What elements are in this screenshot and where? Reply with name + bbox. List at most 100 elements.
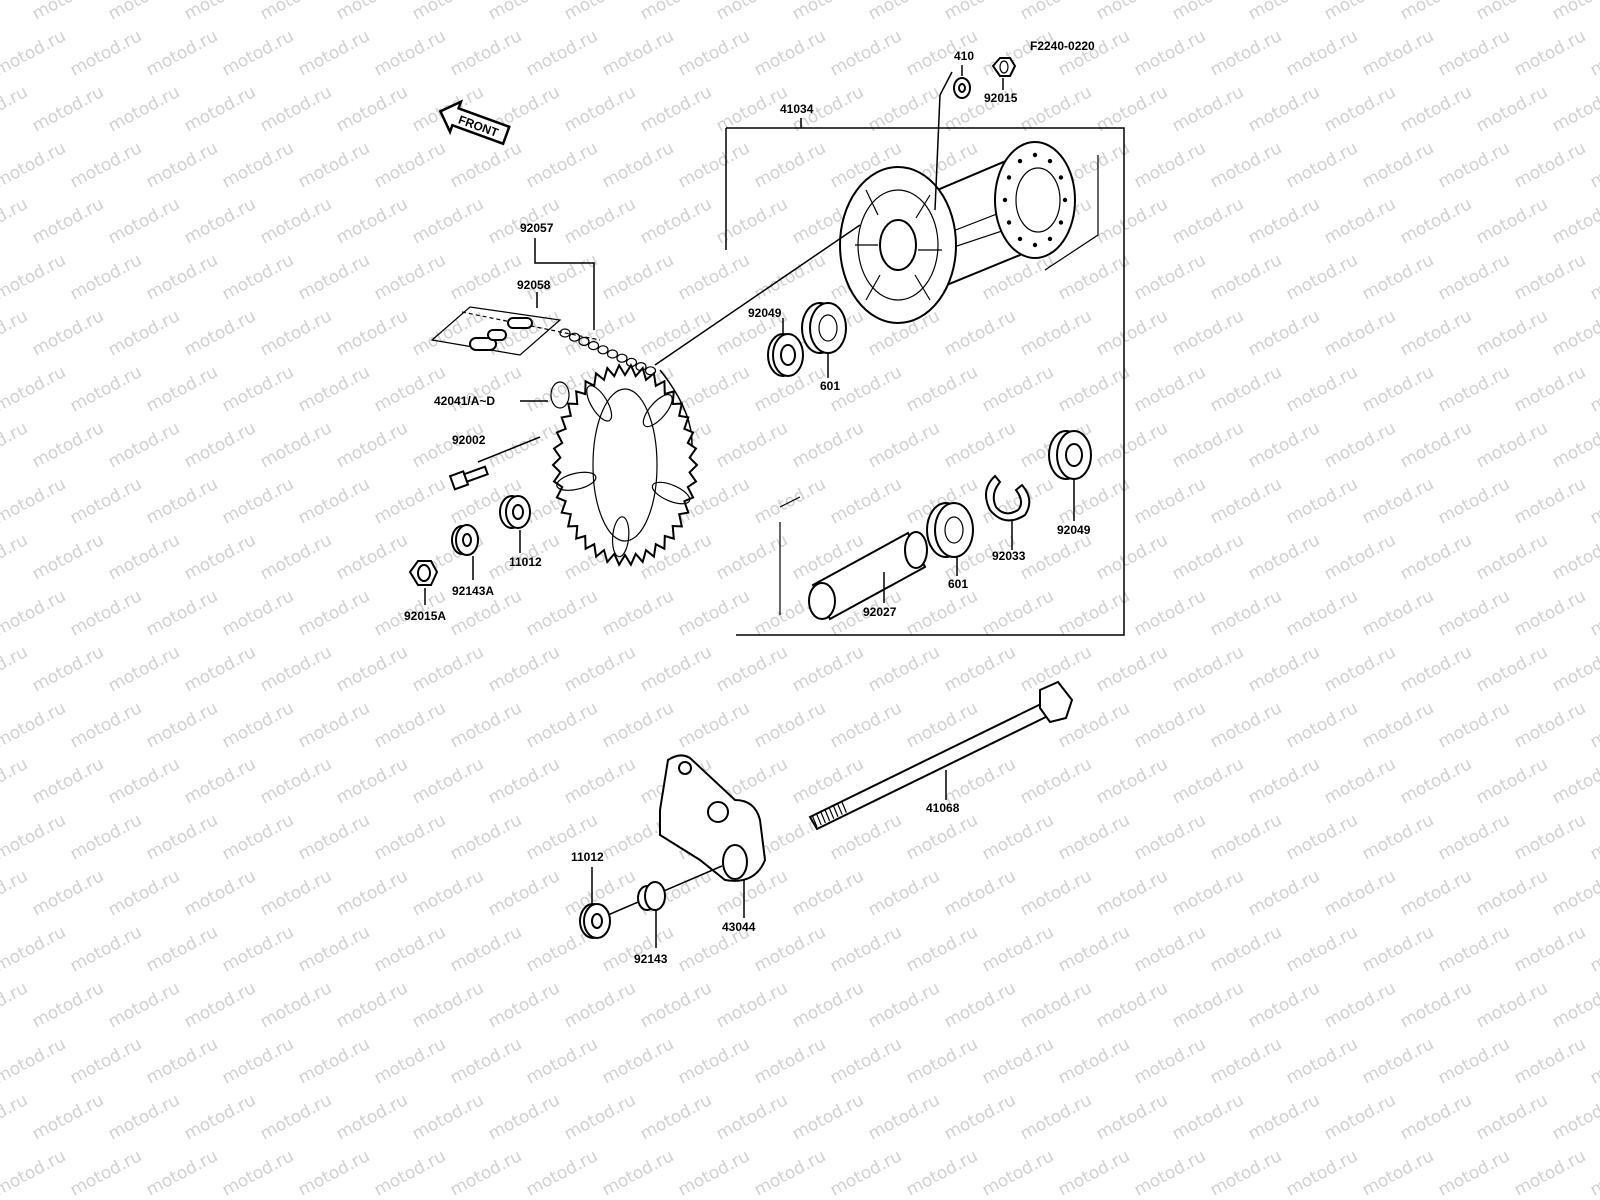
watermark-text: motod.ru bbox=[105, 978, 183, 1032]
watermark-text: motod.ru bbox=[105, 418, 183, 472]
watermark-text: motod.ru bbox=[1245, 754, 1323, 808]
watermark-text: motod.ru bbox=[1587, 922, 1600, 976]
watermark-text: motod.ru bbox=[1473, 978, 1551, 1032]
watermark-text: motod.ru bbox=[713, 978, 791, 1032]
watermark-text: motod.ru bbox=[0, 586, 69, 640]
watermark-text: motod.ru bbox=[143, 250, 221, 304]
watermark-text: motod.ru bbox=[447, 138, 525, 192]
watermark-text: motod.ru bbox=[67, 474, 145, 528]
watermark-text: motod.ru bbox=[0, 138, 69, 192]
watermark-text: motod.ru bbox=[67, 250, 145, 304]
watermark-text: motod.ru bbox=[181, 0, 259, 24]
watermark-text: motod.ru bbox=[371, 250, 449, 304]
callout-92015: 92015 bbox=[984, 91, 1018, 105]
watermark-text: motod.ru bbox=[0, 530, 31, 584]
watermark-text: motod.ru bbox=[371, 26, 449, 80]
watermark-text: motod.ru bbox=[1359, 362, 1437, 416]
watermark-text: motod.ru bbox=[105, 306, 183, 360]
watermark-text: motod.ru bbox=[1321, 194, 1399, 248]
watermark-text: motod.ru bbox=[143, 810, 221, 864]
watermark-text: motod.ru bbox=[1055, 1146, 1133, 1200]
watermark-text: motod.ru bbox=[1207, 362, 1285, 416]
watermark-text: motod.ru bbox=[1587, 698, 1600, 752]
watermark-text: motod.ru bbox=[67, 586, 145, 640]
watermark-text: motod.ru bbox=[67, 138, 145, 192]
watermark-text: motod.ru bbox=[979, 26, 1057, 80]
watermark-text: motod.ru bbox=[485, 978, 563, 1032]
spoke-hole bbox=[1002, 197, 1008, 203]
watermark-text: motod.ru bbox=[599, 1146, 677, 1200]
watermark-text: motod.ru bbox=[29, 754, 107, 808]
watermark-text: motod.ru bbox=[1321, 1090, 1399, 1144]
watermark-text: motod.ru bbox=[257, 866, 335, 920]
seal-11012-bracket bbox=[579, 903, 611, 939]
watermark-text: motod.ru bbox=[371, 138, 449, 192]
watermark-text: motod.ru bbox=[941, 1090, 1019, 1144]
circlip-92033 bbox=[985, 474, 1031, 522]
watermark-text: motod.ru bbox=[29, 530, 107, 584]
watermark-text: motod.ru bbox=[0, 26, 69, 80]
watermark-text: motod.ru bbox=[105, 0, 183, 24]
bearing-601-left bbox=[801, 302, 847, 354]
watermark-text: motod.ru bbox=[219, 1146, 297, 1200]
watermark-text: motod.ru bbox=[1587, 1034, 1600, 1088]
watermark-text: motod.ru bbox=[1169, 978, 1247, 1032]
watermark-text: motod.ru bbox=[333, 306, 411, 360]
watermark-text: motod.ru bbox=[865, 0, 943, 24]
watermark-text: motod.ru bbox=[637, 1090, 715, 1144]
watermark-text: motod.ru bbox=[1169, 530, 1247, 584]
watermark-text: motod.ru bbox=[181, 642, 259, 696]
watermark-text: motod.ru bbox=[257, 530, 335, 584]
watermark-text: motod.ru bbox=[1587, 474, 1600, 528]
watermark-text: motod.ru bbox=[1435, 698, 1513, 752]
watermark-text: motod.ru bbox=[143, 138, 221, 192]
watermark-text: motod.ru bbox=[941, 642, 1019, 696]
watermark-text: motod.ru bbox=[1473, 754, 1551, 808]
watermark-text: motod.ru bbox=[1207, 810, 1285, 864]
watermark-text: motod.ru bbox=[29, 306, 107, 360]
watermark-text: motod.ru bbox=[1321, 530, 1399, 584]
watermark-text: motod.ru bbox=[903, 586, 981, 640]
watermark-text: motod.ru bbox=[1245, 82, 1323, 136]
watermark-text: motod.ru bbox=[1397, 418, 1475, 472]
watermark-text: motod.ru bbox=[29, 82, 107, 136]
axle-thread bbox=[819, 810, 826, 824]
chain-link bbox=[587, 341, 600, 351]
watermark-text: motod.ru bbox=[1321, 82, 1399, 136]
watermark-text: motod.ru bbox=[105, 82, 183, 136]
watermark-text: motod.ru bbox=[865, 866, 943, 920]
watermark-text: motod.ru bbox=[295, 810, 373, 864]
sprocket-lightening-hole bbox=[586, 385, 613, 422]
callout-92002: 92002 bbox=[452, 433, 486, 447]
watermark-text: motod.ru bbox=[751, 698, 829, 752]
watermark-text: motod.ru bbox=[1245, 306, 1323, 360]
bracket-line-right bbox=[1044, 155, 1099, 271]
watermark-text: motod.ru bbox=[1473, 306, 1551, 360]
watermark-text: motod.ru bbox=[1055, 922, 1133, 976]
watermark-text: motod.ru bbox=[333, 978, 411, 1032]
watermark-text: motod.ru bbox=[865, 642, 943, 696]
watermark-text: motod.ru bbox=[865, 1090, 943, 1144]
watermark-text: motod.ru bbox=[1549, 530, 1600, 584]
watermark-text: motod.ru bbox=[485, 866, 563, 920]
axle-41068 bbox=[808, 680, 1074, 831]
watermark-text: motod.ru bbox=[447, 1034, 525, 1088]
watermark-text: motod.ru bbox=[713, 194, 791, 248]
watermark-text: motod.ru bbox=[1283, 698, 1361, 752]
watermark-text: motod.ru bbox=[789, 866, 867, 920]
watermark-text: motod.ru bbox=[1017, 978, 1095, 1032]
watermark-text: motod.ru bbox=[295, 26, 373, 80]
watermark-text: motod.ru bbox=[0, 0, 31, 24]
watermark-text: motod.ru bbox=[1435, 250, 1513, 304]
watermark-text: motod.ru bbox=[1549, 866, 1600, 920]
watermark-text: motod.ru bbox=[1093, 418, 1171, 472]
watermark-text: motod.ru bbox=[827, 1146, 905, 1200]
watermark-text: motod.ru bbox=[1321, 866, 1399, 920]
watermark-text: motod.ru bbox=[257, 642, 335, 696]
axis-line-sprocket-hub bbox=[654, 224, 861, 366]
watermark-text: motod.ru bbox=[1435, 26, 1513, 80]
watermark-text: motod.ru bbox=[29, 418, 107, 472]
watermark-text: motod.ru bbox=[181, 530, 259, 584]
watermark-text: motod.ru bbox=[1169, 1090, 1247, 1144]
watermark-text: motod.ru bbox=[1359, 586, 1437, 640]
